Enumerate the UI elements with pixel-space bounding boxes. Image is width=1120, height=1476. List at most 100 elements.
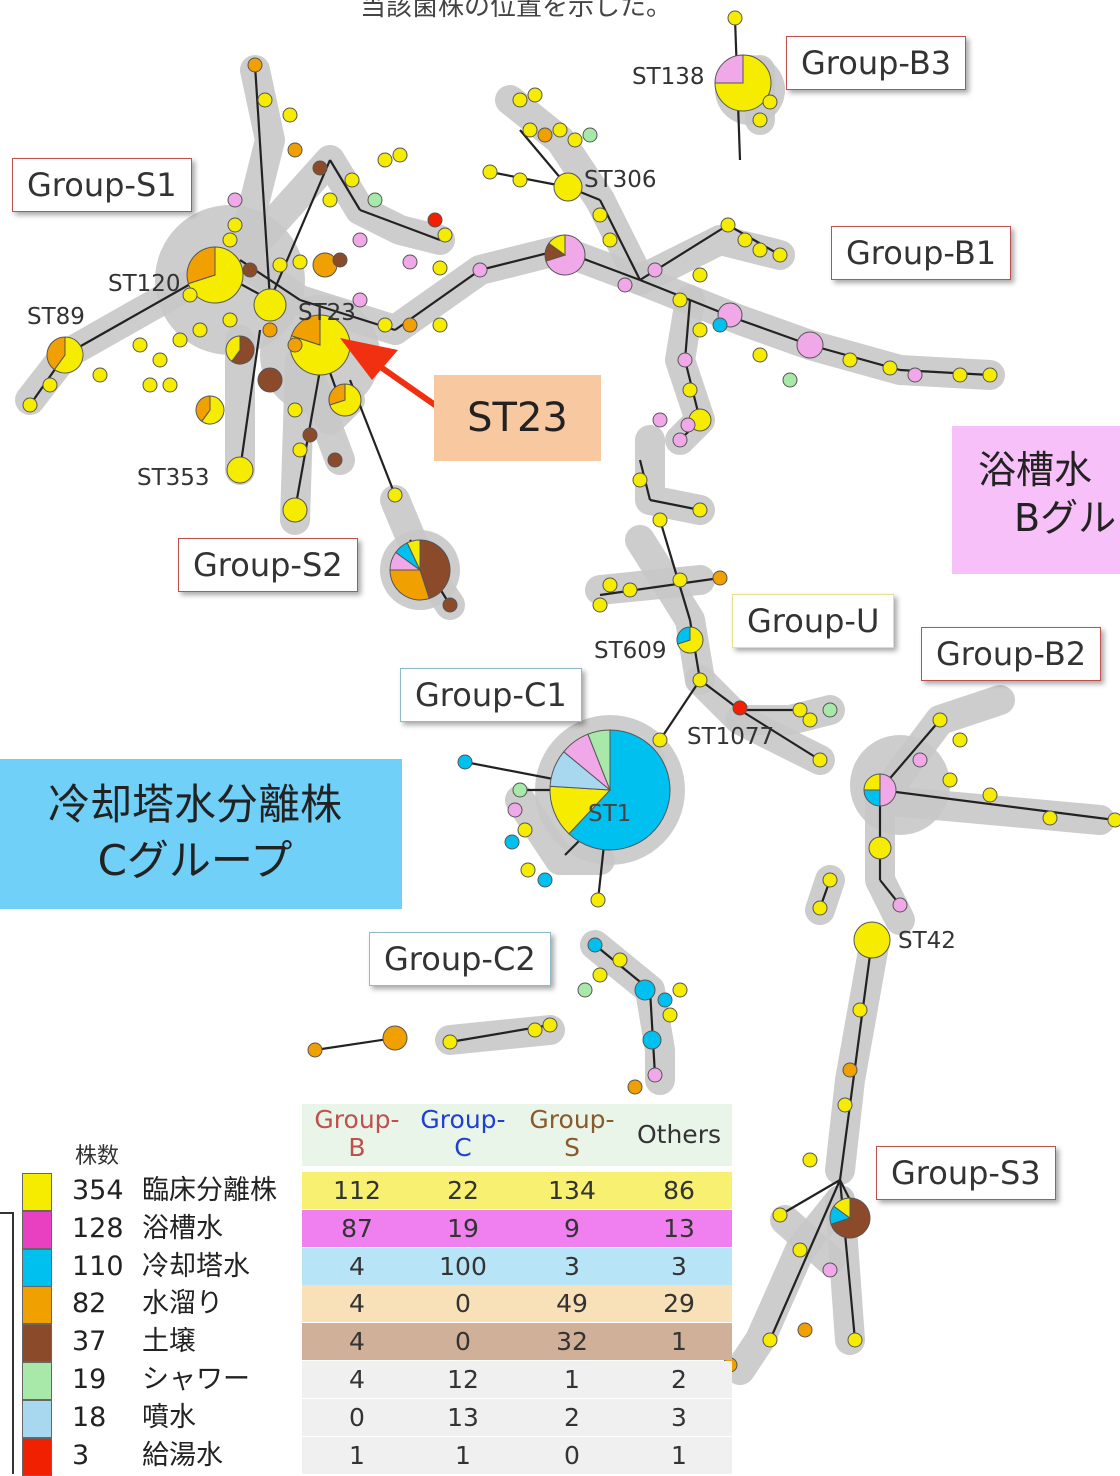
node-small-11 — [437, 227, 453, 243]
legend-count: 37 — [72, 1326, 107, 1358]
table-cell: 0 — [455, 1327, 471, 1357]
edge-28 — [238, 329, 262, 471]
node-small-108 — [942, 772, 958, 788]
group-label-b2: Group-B2 — [921, 627, 1102, 681]
node-s1-e-slice — [257, 367, 283, 393]
node-b1-pie-slice-2 — [548, 234, 566, 256]
node-st89-slice-0 — [53, 336, 84, 374]
node-small-113 — [822, 872, 838, 888]
edge-40 — [659, 679, 701, 741]
node-small-6 — [344, 172, 360, 188]
table-cell: 13 — [663, 1213, 695, 1243]
node-small-128 — [542, 1017, 558, 1033]
legend-count: 18 — [72, 1401, 107, 1433]
legend-swatch — [22, 1362, 52, 1400]
node-small-67 — [227, 217, 243, 233]
header-text: 当該菌株の位置を示した。 — [360, 0, 673, 22]
node-s1-b — [225, 335, 255, 365]
halo-path-17 — [725, 705, 835, 775]
legend-count: 354 — [72, 1175, 124, 1206]
node-small-0 — [247, 57, 263, 73]
node-s3-big — [829, 1197, 871, 1239]
legend-swatch — [22, 1173, 52, 1211]
node-st306 — [553, 172, 583, 202]
node-small-126 — [307, 1042, 323, 1058]
table-cell: 19 — [447, 1213, 479, 1243]
node-small-90 — [692, 672, 708, 688]
node-b1-p-slice — [796, 331, 824, 359]
node-small-19 — [552, 122, 568, 138]
node-small-38 — [842, 352, 858, 368]
node-small-7 — [367, 192, 383, 208]
count-header: 株数 — [75, 1144, 120, 1169]
arrow-head — [340, 338, 398, 380]
node-small-123 — [847, 1332, 863, 1348]
node-st353-slice — [226, 456, 254, 484]
group-label-s1: Group-S1 — [12, 158, 192, 212]
node-s1-d — [195, 395, 225, 425]
node-small-31 — [737, 232, 753, 248]
node-small-74 — [352, 292, 368, 308]
node-b1-pie — [544, 234, 586, 276]
edge-48 — [838, 939, 874, 1181]
node-st23-slice-0 — [289, 314, 351, 376]
node-small-120 — [762, 1332, 778, 1348]
node-small-132 — [612, 952, 628, 968]
edge-22 — [329, 159, 361, 211]
legend-source-name: 土壌 — [142, 1326, 196, 1358]
node-small-106 — [952, 732, 968, 748]
node-s1-c — [328, 383, 362, 417]
node-small-110 — [1042, 810, 1058, 826]
node-small-73 — [327, 452, 343, 468]
node-small-40 — [907, 367, 923, 383]
table-cell: 4 — [349, 1289, 365, 1319]
legend-bracket — [0, 1212, 14, 1474]
halo-path-29 — [770, 1205, 845, 1275]
node-small-15 — [512, 92, 528, 108]
table-cell: 2 — [671, 1365, 687, 1394]
node-small-87 — [602, 577, 618, 593]
table-cell: 1 — [349, 1440, 365, 1470]
edge-49 — [768, 1179, 842, 1341]
legend-swatch — [22, 1248, 52, 1287]
node-small-69 — [287, 337, 303, 353]
node-small-125 — [792, 1242, 808, 1258]
node-st353 — [226, 456, 254, 484]
node-small-81 — [442, 597, 458, 613]
st-label-st609: ST609 — [594, 638, 667, 664]
node-cluster-s2-slice-1 — [389, 569, 430, 601]
bath-callout-line1: 浴槽水 — [978, 448, 1093, 492]
st23-arrow — [340, 338, 438, 408]
node-st42 — [853, 921, 891, 959]
cooling-callout-line1: 冷却塔水分離株 — [47, 780, 342, 829]
node-small-48 — [727, 10, 743, 26]
legend-source-name: 浴槽水 — [142, 1212, 223, 1244]
node-small-32 — [752, 242, 768, 258]
edge-33 — [649, 498, 701, 512]
node-st1 — [549, 729, 671, 851]
node-small-2 — [282, 107, 298, 123]
node-small-134 — [657, 992, 673, 1008]
table-cell: 86 — [663, 1176, 695, 1205]
legend-source-name: 給湯水 — [142, 1439, 223, 1471]
table-cell: 2 — [564, 1402, 580, 1432]
node-small-70 — [287, 402, 303, 418]
legend-source-name: 冷却塔水 — [142, 1250, 250, 1282]
table-cell: 3 — [671, 1402, 687, 1432]
node-small-84 — [692, 502, 708, 518]
node-small-115 — [852, 1002, 868, 1018]
node-st1-slice-4 — [587, 729, 611, 791]
table-cell: 0 — [564, 1440, 580, 1470]
legend-source-name: シャワー — [142, 1364, 250, 1395]
row-bg — [302, 1209, 732, 1247]
node-small-103 — [537, 872, 553, 888]
node-s1-d-slice-1 — [195, 395, 211, 423]
node-s3-big-slice-2 — [833, 1197, 851, 1219]
